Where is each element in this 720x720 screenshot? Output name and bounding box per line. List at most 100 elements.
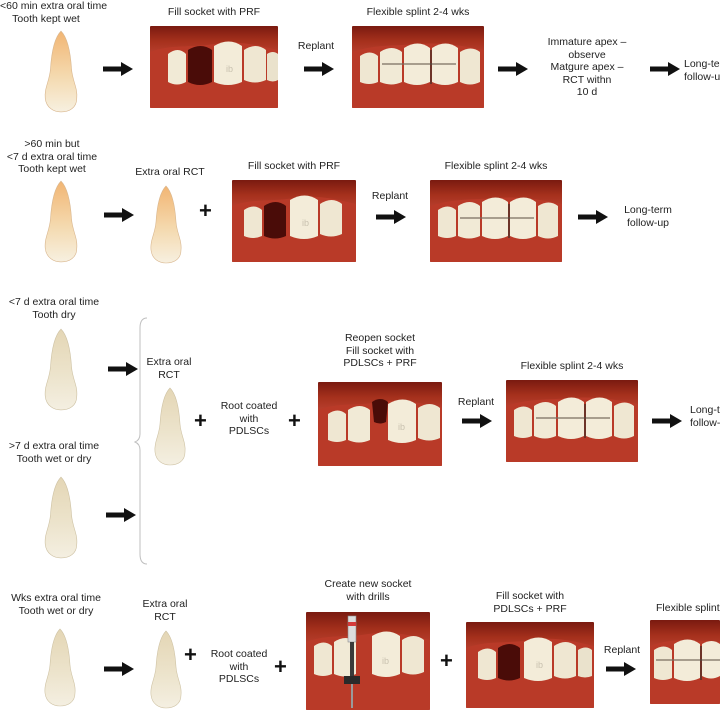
tooth-icon: [40, 474, 82, 560]
row3-reopen-label: Reopen socket Fill socket with PDLSCs + …: [318, 332, 442, 370]
svg-text:ib: ib: [226, 64, 233, 74]
row1-followup-line2: follow-up: [684, 71, 720, 84]
row4-condition-line1: Wks extra oral time: [0, 592, 112, 605]
row1-apex-line2: observe: [538, 49, 636, 62]
svg-text:ib: ib: [382, 656, 389, 666]
row2-replant-label: Replant: [368, 190, 412, 203]
arrow-right-icon: [652, 414, 682, 428]
row3-condition-a-line2: Tooth dry: [0, 309, 108, 322]
row3-condition-b: >7 d extra oral time Tooth wet or dry: [0, 440, 108, 465]
row3-rct-line1: Extra oral: [144, 356, 194, 369]
row1-condition: <60 min extra oral time Tooth kept wet: [0, 0, 92, 25]
row1-splint-label: Flexible splint 2-4 wks: [352, 6, 484, 19]
tooth-icon: [40, 178, 82, 264]
row4-rct-line2: RCT: [140, 611, 190, 624]
row3-condition-a: <7 d extra oral time Tooth dry: [0, 296, 108, 321]
tooth-icon: [146, 182, 186, 266]
row1-followup-line1: Long-term: [684, 58, 720, 71]
row1-apex-line1: Immature apex –: [538, 36, 636, 49]
arrow-right-icon: [606, 662, 636, 676]
row2-condition-line1: >60 min but: [0, 138, 104, 151]
row4-root-line3: PDLSCs: [204, 673, 274, 686]
plus-icon: +: [184, 644, 197, 666]
row3-replant-label: Replant: [452, 396, 500, 409]
row2-fill-photo: ib: [232, 180, 356, 262]
row2-fill-label: Fill socket with PRF: [232, 160, 356, 173]
row3-condition-a-line1: <7 d extra oral time: [0, 296, 108, 309]
row1-apex-line4: RCT withn: [538, 74, 636, 87]
row3-root-line1: Root coated: [214, 400, 284, 413]
row1-splint-photo: [352, 26, 484, 108]
arrow-right-icon: [498, 62, 528, 76]
row4-drill-line1: Create new socket: [306, 578, 430, 591]
row4-splint-label: Flexible splint: [656, 602, 720, 615]
row4-root-label: Root coated with PDLSCs: [204, 648, 274, 686]
arrow-right-icon: [650, 62, 680, 76]
plus-icon: +: [194, 410, 207, 432]
row3-splint-label: Flexible splint 2-4 wks: [506, 360, 638, 373]
row3-rct-label: Extra oral RCT: [144, 356, 194, 381]
row4-rct-line1: Extra oral: [140, 598, 190, 611]
row3-followup-label: Long-term follow-up: [690, 404, 720, 429]
row3-reopen-line1: Reopen socket: [318, 332, 442, 345]
row3-root-line2: with: [214, 413, 284, 426]
arrow-right-icon: [106, 508, 136, 522]
row4-fill-label: Fill socket with PDLSCs + PRF: [466, 590, 594, 615]
row4-splint-photo: [650, 620, 720, 704]
plus-icon: +: [274, 656, 287, 678]
row4-drill-photo: ib: [306, 612, 430, 710]
row2-condition-line2: <7 d extra oral time: [0, 151, 104, 164]
row4-condition: Wks extra oral time Tooth wet or dry: [0, 592, 112, 617]
row3-condition-b-line1: >7 d extra oral time: [0, 440, 108, 453]
arrow-right-icon: [103, 62, 133, 76]
row4-root-line1: Root coated: [204, 648, 274, 661]
row4-root-line2: with: [204, 661, 274, 674]
svg-text:ib: ib: [398, 422, 405, 432]
plus-icon: +: [199, 200, 212, 222]
tooth-icon: [40, 326, 82, 412]
row4-replant-label: Replant: [598, 644, 646, 657]
tooth-icon: [150, 384, 190, 468]
row1-fill-photo: ib: [150, 26, 278, 108]
row1-apex-line3: Matgure apex –: [538, 61, 636, 74]
row3-condition-b-line2: Tooth wet or dry: [0, 453, 108, 466]
row1-condition-line2: Tooth kept wet: [0, 13, 92, 26]
row3-followup-line1: Long-term: [690, 404, 720, 417]
arrow-right-icon: [104, 662, 134, 676]
row3-root-label: Root coated with PDLSCs: [214, 400, 284, 438]
row4-drill-label: Create new socket with drills: [306, 578, 430, 603]
row3-followup-line2: follow-up: [690, 417, 720, 430]
row3-reopen-line3: PDLSCs + PRF: [318, 357, 442, 370]
row2-followup-line2: follow-up: [614, 217, 682, 230]
row2-followup-label: Long-term follow-up: [614, 204, 682, 229]
row2-condition: >60 min but <7 d extra oral time Tooth k…: [0, 138, 104, 176]
row2-rct-label: Extra oral RCT: [126, 166, 214, 179]
row4-fill-line2: PDLSCs + PRF: [466, 603, 594, 616]
tooth-icon: [40, 626, 80, 708]
row1-condition-line1: <60 min extra oral time: [0, 0, 92, 13]
arrow-right-icon: [462, 414, 492, 428]
bracket-icon: [134, 316, 148, 566]
plus-icon: +: [288, 410, 301, 432]
row3-reopen-line2: Fill socket with: [318, 345, 442, 358]
row2-condition-line3: Tooth kept wet: [0, 163, 104, 176]
row4-fill-photo: ib: [466, 622, 594, 708]
tooth-icon: [146, 628, 186, 710]
tooth-icon: [40, 28, 82, 114]
arrow-right-icon: [578, 210, 608, 224]
row3-rct-line2: RCT: [144, 369, 194, 382]
svg-text:ib: ib: [536, 660, 543, 670]
plus-icon: +: [440, 650, 453, 672]
row1-replant-label: Replant: [296, 40, 336, 53]
row3-splint-photo: [506, 380, 638, 462]
svg-text:ib: ib: [302, 218, 309, 228]
arrow-right-icon: [304, 62, 334, 76]
row1-apex-line5: 10 d: [538, 86, 636, 99]
row4-fill-line1: Fill socket with: [466, 590, 594, 603]
arrow-right-icon: [104, 208, 134, 222]
row3-root-line3: PDLSCs: [214, 425, 284, 438]
row1-followup-label: Long-term follow-up: [684, 58, 720, 83]
row2-splint-label: Flexible splint 2-4 wks: [430, 160, 562, 173]
arrow-right-icon: [376, 210, 406, 224]
row4-drill-line2: with drills: [306, 591, 430, 604]
